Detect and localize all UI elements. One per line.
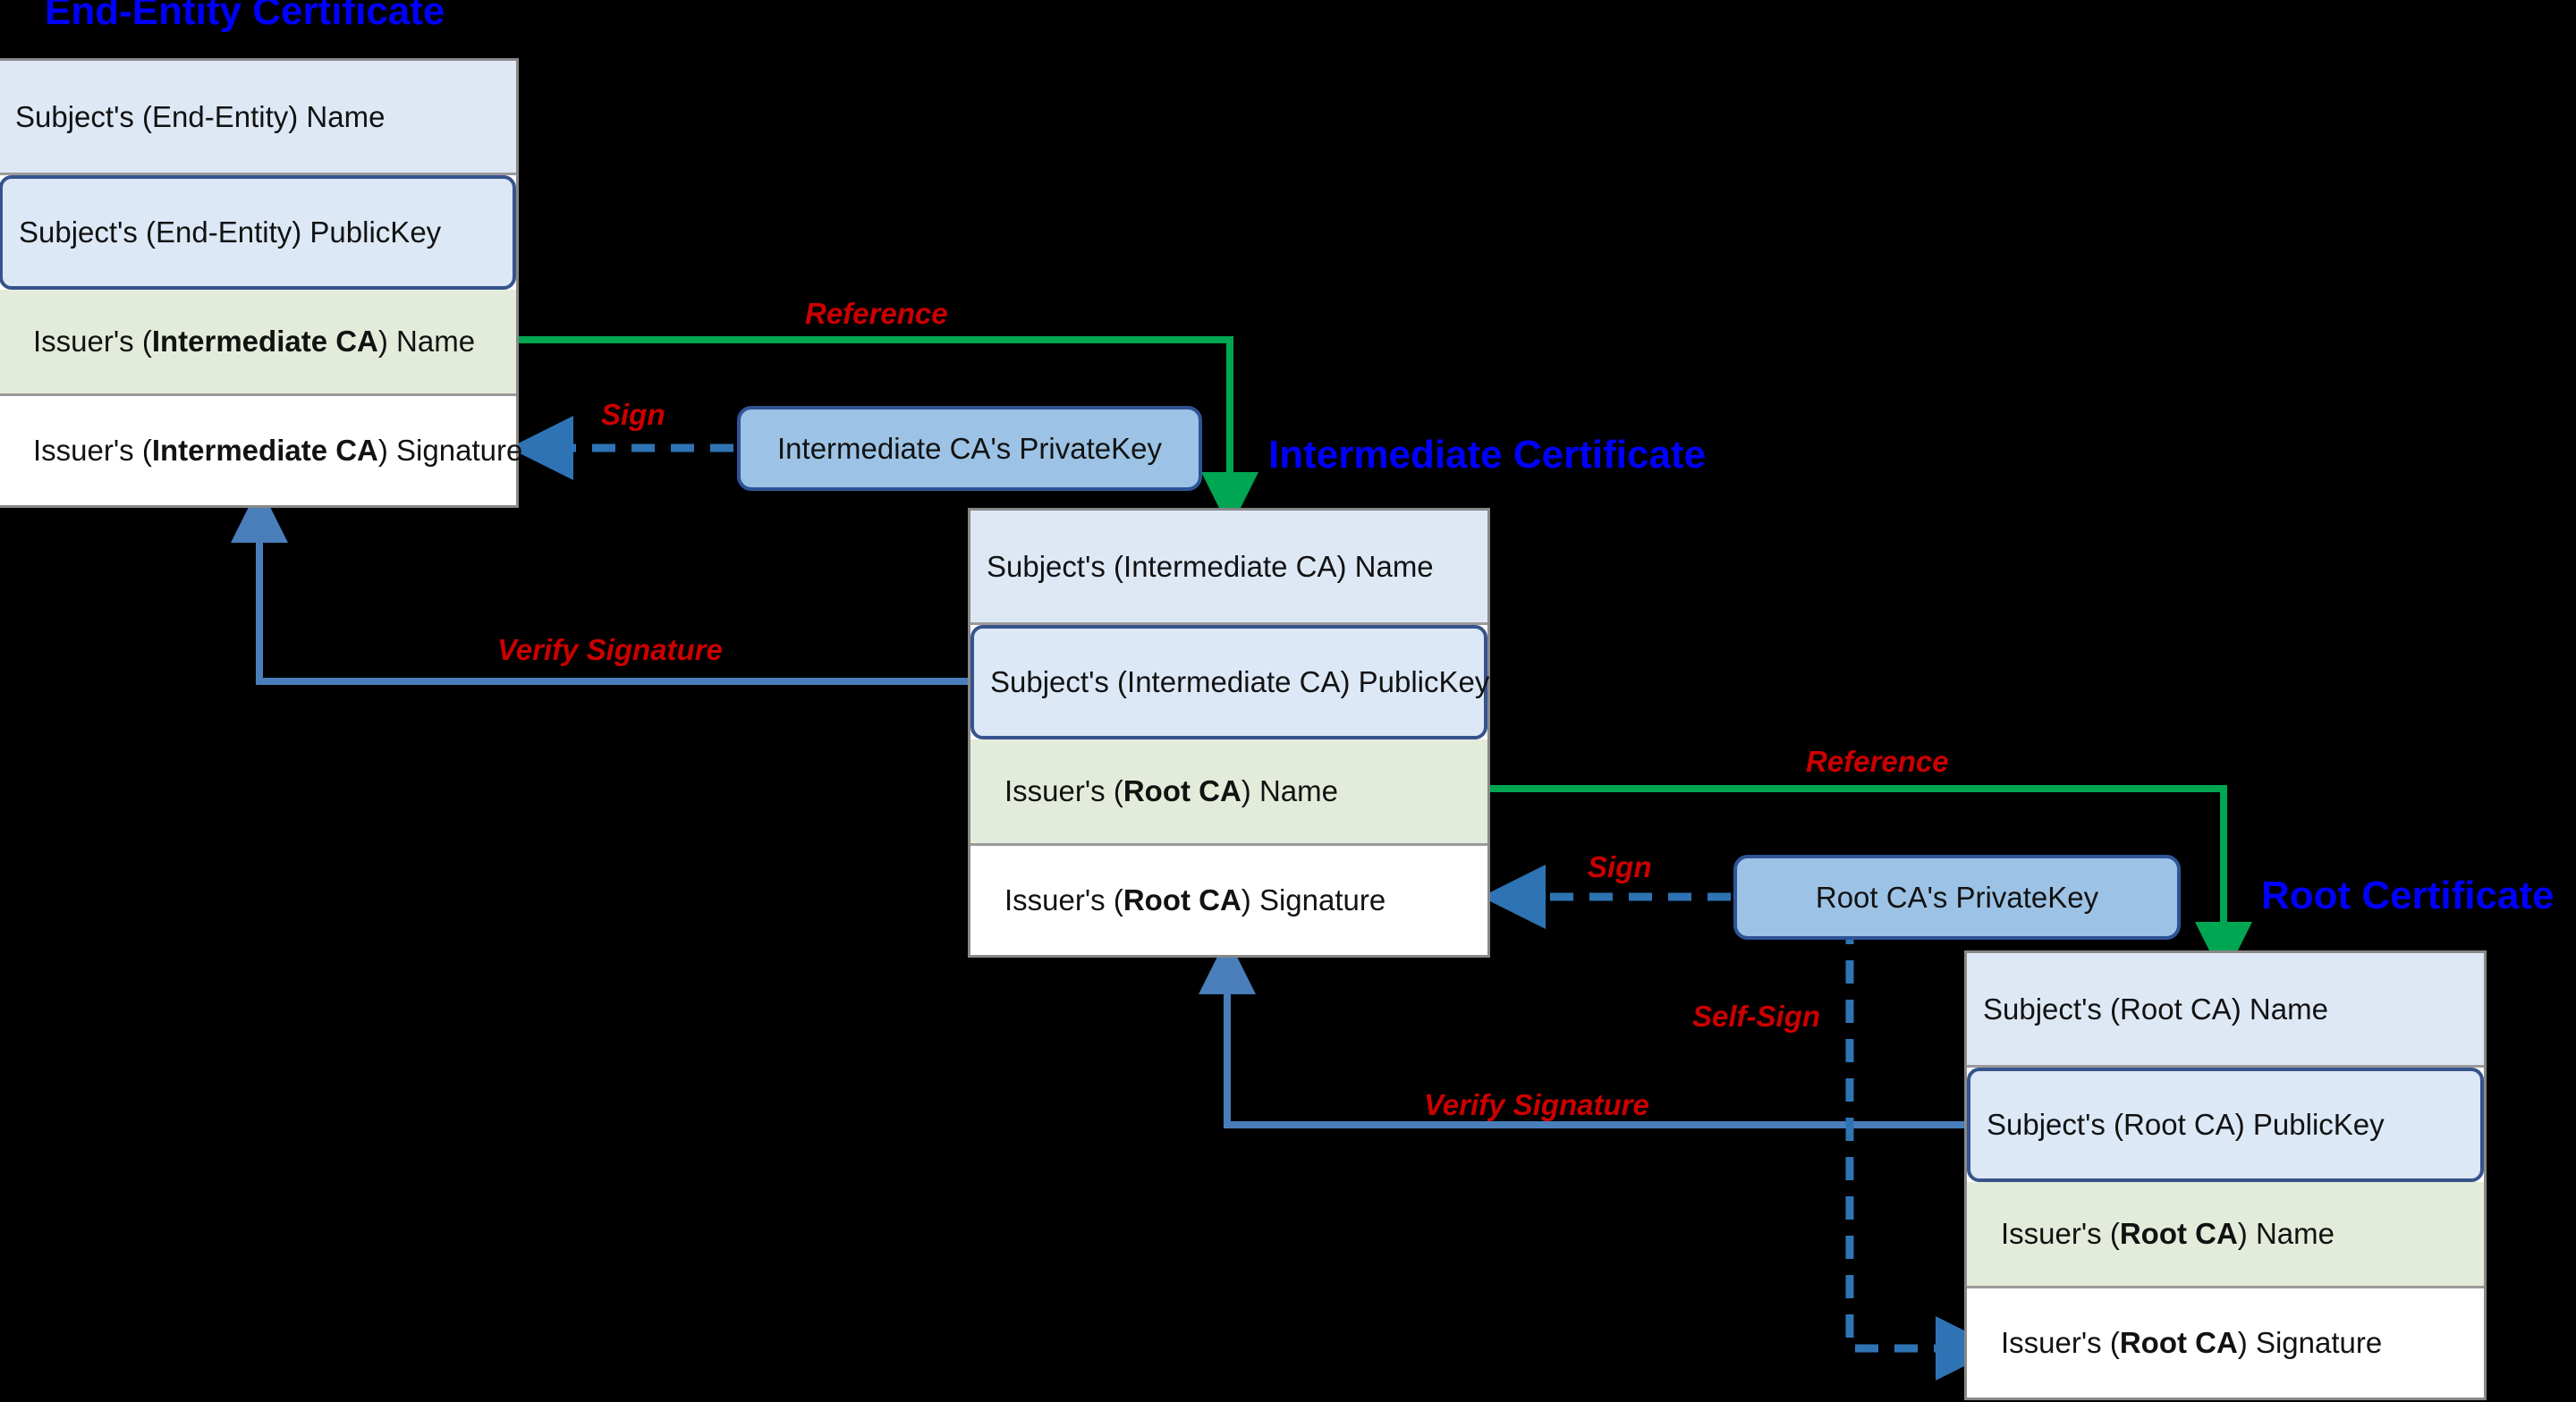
intermediate-issuer-name-row[interactable]: Issuer's (Root CA) Name: [970, 739, 1487, 846]
root-issuer-name-row[interactable]: Issuer's (Root CA) Name: [1967, 1182, 2484, 1288]
self-sign-arrow: [1845, 921, 2000, 1381]
end-entity-issuer-signature-row[interactable]: Issuer's (Intermediate CA) Signature: [0, 396, 522, 505]
root-subject-publickey-text: Subject's (Root CA) PublicKey: [1987, 1108, 2385, 1141]
intermediate-ca-privatekey-label: Intermediate CA's PrivateKey: [777, 431, 1162, 465]
root-issuer-signature-row[interactable]: Issuer's (Root CA) Signature: [1967, 1288, 2484, 1398]
end-entity-issuer-name-row[interactable]: Issuer's (Intermediate CA) Name: [0, 290, 516, 396]
root-ca-privatekey-label: Root CA's PrivateKey: [1815, 880, 2099, 914]
intermediate-issuer-name-text: Issuer's (Root CA) Name: [1004, 774, 1338, 807]
intermediate-certificate-title: Intermediate Certificate: [1268, 433, 1707, 477]
intermediate-subject-name-text: Subject's (Intermediate CA) Name: [987, 549, 1434, 583]
sign-label-bottom: Sign: [1588, 850, 1652, 883]
root-issuer-name-text: Issuer's (Root CA) Name: [2001, 1217, 2334, 1250]
reference-label-top: Reference: [805, 297, 948, 330]
intermediate-subject-name-row[interactable]: Subject's (Intermediate CA) Name: [970, 511, 1487, 625]
verify-signature-label-bottom: Verify Signature: [1424, 1088, 1649, 1121]
intermediate-issuer-signature-row[interactable]: Issuer's (Root CA) Signature: [970, 846, 1487, 955]
end-entity-subject-publickey-text: Subject's (End-Entity) PublicKey: [19, 215, 442, 249]
issuer-emphasis: Root CA: [2119, 1326, 2238, 1359]
end-entity-certificate-title: End-Entity Certificate: [45, 0, 445, 33]
issuer-emphasis: Intermediate CA: [151, 325, 378, 358]
reference-label-bottom: Reference: [1806, 745, 1949, 778]
end-entity-certificate-card[interactable]: Subject's (End-Entity) Name Subject's (E…: [0, 58, 522, 508]
end-entity-issuer-name-text: Issuer's (Intermediate CA) Name: [33, 325, 476, 358]
intermediate-certificate-card[interactable]: Subject's (Intermediate CA) Name Subject…: [968, 508, 1490, 958]
intermediate-ca-privatekey-box[interactable]: Intermediate CA's PrivateKey: [737, 406, 1202, 491]
end-entity-subject-name-text: Subject's (End-Entity) Name: [15, 99, 386, 133]
root-subject-name-row[interactable]: Subject's (Root CA) Name: [1967, 953, 2484, 1068]
issuer-emphasis: Intermediate CA: [151, 434, 378, 467]
root-certificate-title: Root Certificate: [2261, 874, 2555, 917]
self-sign-label: Self-Sign: [1692, 1000, 1821, 1033]
issuer-emphasis: Root CA: [1123, 883, 1241, 916]
end-entity-subject-name-row[interactable]: Subject's (End-Entity) Name: [0, 61, 516, 175]
root-subject-publickey-row[interactable]: Subject's (Root CA) PublicKey: [1967, 1068, 2484, 1182]
verify-signature-label-top: Verify Signature: [497, 633, 723, 666]
root-ca-privatekey-box[interactable]: Root CA's PrivateKey: [1733, 855, 2181, 940]
intermediate-subject-publickey-row[interactable]: Subject's (Intermediate CA) PublicKey: [970, 625, 1490, 739]
root-subject-name-text: Subject's (Root CA) Name: [1983, 992, 2328, 1026]
intermediate-subject-publickey-text: Subject's (Intermediate CA) PublicKey: [990, 665, 1490, 698]
issuer-emphasis: Root CA: [2119, 1217, 2238, 1250]
end-entity-subject-publickey-row[interactable]: Subject's (End-Entity) PublicKey: [0, 175, 516, 290]
issuer-emphasis: Root CA: [1123, 774, 1241, 807]
root-certificate-card[interactable]: Subject's (Root CA) Name Subject's (Root…: [1964, 950, 2487, 1400]
sign-label-top: Sign: [601, 398, 665, 431]
intermediate-issuer-signature-text: Issuer's (Root CA) Signature: [1004, 883, 1386, 916]
root-issuer-signature-text: Issuer's (Root CA) Signature: [2001, 1326, 2383, 1359]
end-entity-issuer-signature-text: Issuer's (Intermediate CA) Signature: [33, 434, 523, 467]
